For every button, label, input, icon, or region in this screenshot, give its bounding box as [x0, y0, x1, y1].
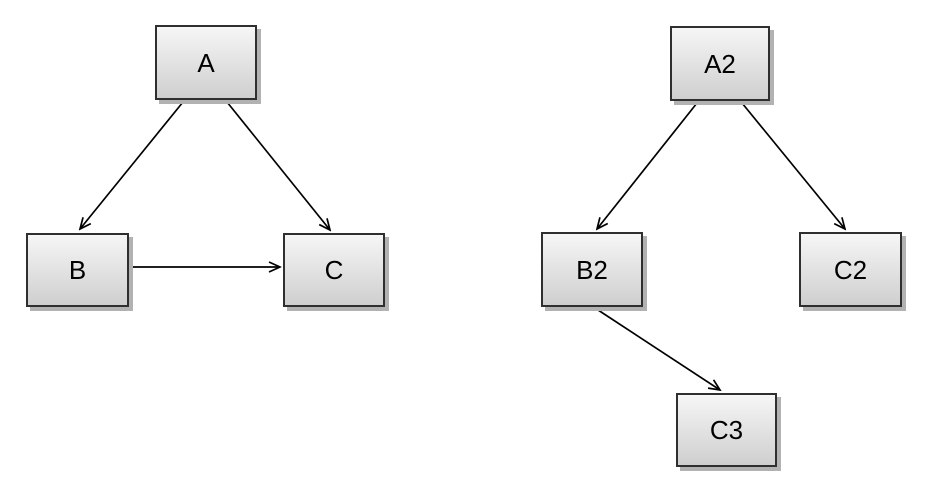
edge-B2-C3 — [594, 307, 720, 390]
node-A[interactable]: A — [155, 25, 257, 100]
edge-A2-C2 — [741, 102, 845, 229]
node-A2-label: A2 — [704, 48, 736, 79]
edge-A-B — [80, 101, 184, 229]
node-C2-label: C2 — [833, 254, 868, 285]
node-A2[interactable]: A2 — [670, 26, 770, 101]
node-C[interactable]: C — [283, 233, 385, 307]
node-B2[interactable]: B2 — [541, 232, 643, 307]
node-C3[interactable]: C3 — [676, 393, 777, 467]
node-B-label: B — [68, 255, 87, 285]
node-A-label: A — [197, 47, 215, 78]
node-B2-label: B2 — [576, 254, 608, 285]
node-C2[interactable]: C2 — [799, 232, 902, 307]
node-C-label: C — [324, 255, 344, 285]
edge-A2-B2 — [597, 102, 698, 229]
node-C3-label: C3 — [709, 415, 744, 445]
edge-A-C — [226, 101, 330, 230]
node-B[interactable]: B — [26, 233, 129, 307]
